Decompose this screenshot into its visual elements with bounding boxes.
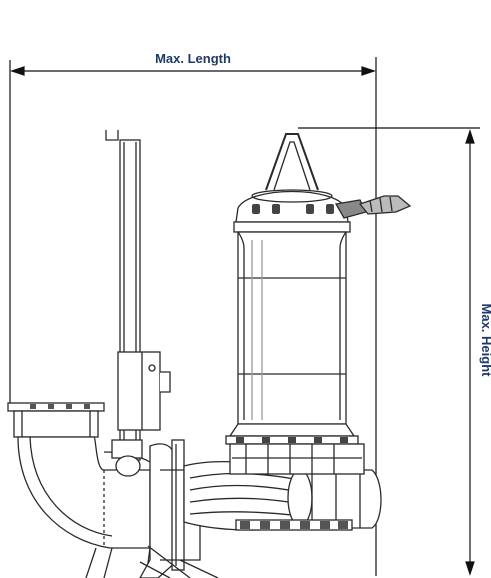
length-arrow-right xyxy=(361,66,376,76)
guide-rail xyxy=(105,130,171,461)
cable-gland xyxy=(334,195,412,219)
height-arrow-top xyxy=(465,129,475,144)
max-length-label: Max. Length xyxy=(155,51,231,66)
pump-casing xyxy=(229,443,365,475)
coupling-flange xyxy=(139,439,219,578)
elbow-outer xyxy=(17,436,151,549)
height-arrow-bottom xyxy=(465,561,475,576)
pump-outlet xyxy=(183,460,382,531)
rail-bracket xyxy=(117,351,161,431)
motor-housing xyxy=(237,231,347,425)
discharge-base xyxy=(7,402,151,578)
max-height-label: Max. Height xyxy=(479,304,491,378)
pump-motor xyxy=(225,133,412,531)
lifting-handle xyxy=(265,133,319,191)
base-foot xyxy=(85,547,97,578)
length-arrow-left xyxy=(10,66,25,76)
guide-rail-top-hook xyxy=(105,130,119,141)
height-dimension xyxy=(298,127,480,576)
